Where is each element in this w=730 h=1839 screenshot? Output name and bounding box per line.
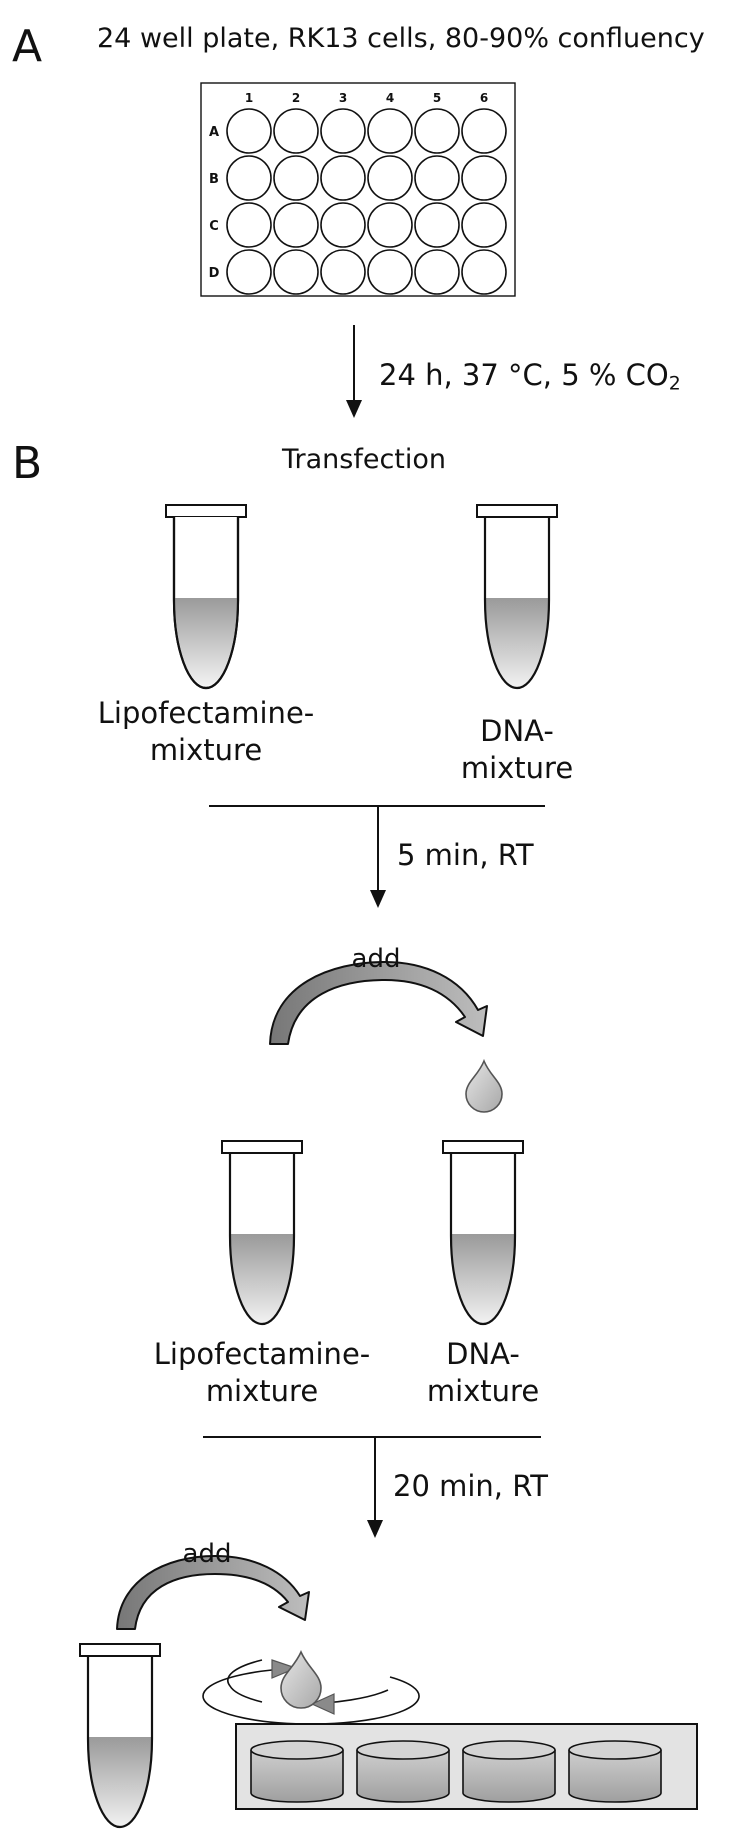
well-C2 [273, 202, 319, 248]
plate-column-label: 2 [292, 91, 300, 105]
tube-label-lipofectamine-2-line2: mixture [205, 1374, 319, 1408]
plate-column-label: 1 [245, 91, 253, 105]
side-well [250, 1740, 344, 1803]
panel-label-a: A [12, 21, 43, 72]
panel-a-title: 24 well plate, RK13 cells, 80-90% conflu… [97, 23, 705, 54]
tube-label-lipofectamine-2: Lipofectamine- mixture [154, 1336, 371, 1410]
well-A4 [367, 108, 413, 154]
well-A1 [226, 108, 272, 154]
well-A3 [320, 108, 366, 154]
well-C4 [367, 202, 413, 248]
plate-row-label: A [209, 125, 219, 140]
well-B3 [320, 155, 366, 201]
incubation-subscript: 2 [668, 373, 681, 395]
well-C6 [461, 202, 507, 248]
panel-b-title: Transfection [281, 444, 447, 475]
well-D4 [367, 249, 413, 295]
tube-mixture-final [79, 1643, 161, 1829]
plate-column-label: 5 [433, 91, 441, 105]
plate-column-label: 6 [480, 91, 488, 105]
well-D1 [226, 249, 272, 295]
well-D6 [461, 249, 507, 295]
well-A6 [461, 108, 507, 154]
tube-label-dna-1: DNA- mixture [461, 713, 573, 787]
well-D2 [273, 249, 319, 295]
tube-dna-1 [476, 504, 558, 690]
well-B2 [273, 155, 319, 201]
add-curved-arrow-1 [269, 961, 488, 1045]
well-plate-side-view [235, 1723, 698, 1810]
incubation-arrow [346, 325, 362, 418]
add-label-1: add [351, 944, 401, 974]
step1-time-label: 5 min, RT [397, 838, 534, 872]
well-B4 [367, 155, 413, 201]
incubation-text: 24 h, 37 °C, 5 % CO [379, 358, 669, 392]
tube-dna-2 [442, 1140, 524, 1326]
well-A5 [414, 108, 460, 154]
tube-label-lipofectamine-1-line2: mixture [149, 733, 263, 767]
well-A2 [273, 108, 319, 154]
tube-label-dna-2-line2: mixture [426, 1374, 540, 1408]
panel-label-b: B [12, 438, 43, 489]
side-well [356, 1740, 450, 1803]
well-C5 [414, 202, 460, 248]
drop-1 [465, 1058, 503, 1113]
well-D5 [414, 249, 460, 295]
tube-lipofectamine-2 [221, 1140, 303, 1326]
drop-2 [280, 1650, 322, 1709]
well-plate: 1 2 3 4 5 6 A B C D [200, 82, 516, 297]
well-D3 [320, 249, 366, 295]
tube-label-lipofectamine-1: Lipofectamine- mixture [98, 695, 315, 769]
plate-row-label: C [209, 219, 219, 234]
well-C1 [226, 202, 272, 248]
well-C3 [320, 202, 366, 248]
tube-label-lipofectamine-2-line1: Lipofectamine- [153, 1337, 371, 1371]
tube-label-lipofectamine-1-line1: Lipofectamine- [97, 696, 315, 730]
tube-label-dna-2-line1: DNA- [446, 1337, 520, 1371]
step1-merge-bar [209, 805, 545, 908]
step2-merge-bar [203, 1436, 541, 1538]
tube-lipofectamine-1 [165, 504, 247, 690]
side-well [462, 1740, 556, 1803]
plate-row-label: D [209, 266, 220, 281]
incubation-conditions: 24 h, 37 °C, 5 % CO2 [379, 358, 681, 394]
tube-label-dna-1-line1: DNA- [480, 714, 554, 748]
plate-column-label: 3 [339, 91, 347, 105]
add-label-2: add [182, 1539, 232, 1569]
plate-row-label: B [209, 172, 219, 187]
well-B5 [414, 155, 460, 201]
well-B6 [461, 155, 507, 201]
add-curved-arrow-2 [116, 1555, 310, 1630]
well-B1 [226, 155, 272, 201]
step2-time-label: 20 min, RT [393, 1469, 548, 1503]
side-well [568, 1740, 662, 1803]
tube-label-dna-1-line2: mixture [460, 751, 574, 785]
plate-column-label: 4 [386, 91, 394, 105]
tube-label-dna-2: DNA- mixture [427, 1336, 539, 1410]
